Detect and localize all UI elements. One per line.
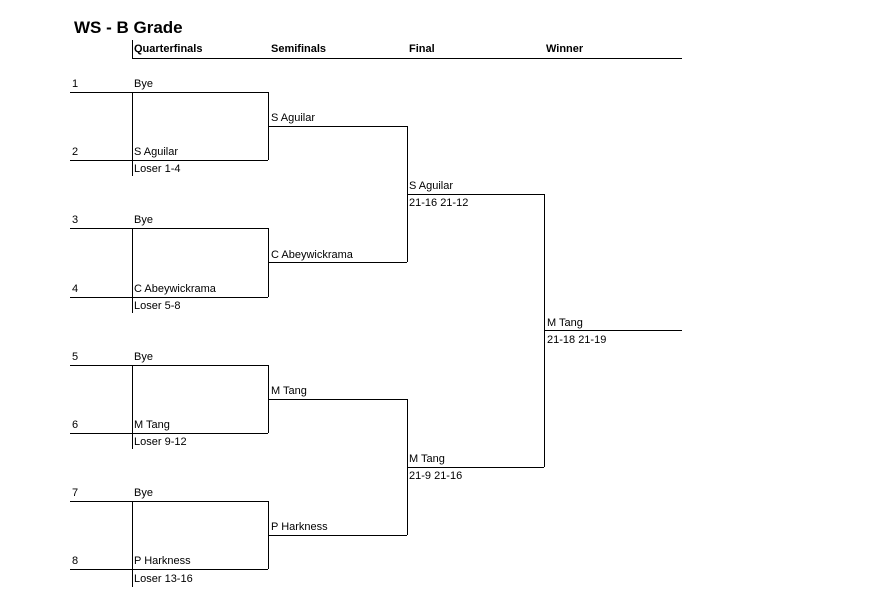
bracket-connector bbox=[132, 92, 133, 160]
header-rule bbox=[132, 58, 682, 59]
bracket-line bbox=[268, 399, 407, 400]
sf-entry: C Abeywickrama bbox=[271, 249, 353, 261]
seed-number: 5 bbox=[72, 351, 79, 363]
qf-entry: P Harkness bbox=[134, 555, 191, 567]
header-divider bbox=[132, 40, 133, 58]
bracket-line bbox=[268, 126, 407, 127]
seed-number: 4 bbox=[72, 283, 79, 295]
bracket-connector bbox=[132, 228, 133, 297]
loser-label: Loser 13-16 bbox=[134, 573, 193, 585]
sf-entry: P Harkness bbox=[271, 521, 328, 533]
qf-entry: C Abeywickrama bbox=[134, 283, 216, 295]
qf-entry: Bye bbox=[134, 214, 153, 226]
bracket-line bbox=[268, 262, 407, 263]
seed-number: 2 bbox=[72, 146, 79, 158]
winner-name: M Tang bbox=[547, 317, 583, 329]
qf-entry: S Aguilar bbox=[134, 146, 179, 158]
qf-entry: Bye bbox=[134, 487, 153, 499]
seed-number: 6 bbox=[72, 419, 79, 431]
header-final: Final bbox=[409, 43, 435, 55]
bracket-line bbox=[70, 297, 268, 298]
bracket-connector bbox=[132, 160, 133, 176]
bracket-line bbox=[70, 365, 268, 366]
seed-number: 8 bbox=[72, 555, 79, 567]
bracket-line bbox=[544, 330, 682, 331]
sf-entry: M Tang bbox=[271, 385, 307, 397]
final-entry-score: 21-9 21-16 bbox=[409, 470, 463, 482]
qf-entry: Bye bbox=[134, 78, 153, 90]
final-entry-score: 21-16 21-12 bbox=[409, 197, 469, 209]
bracket-connector bbox=[132, 433, 133, 449]
bracket-line bbox=[407, 467, 544, 468]
bracket-connector bbox=[132, 365, 133, 433]
header-winner: Winner bbox=[546, 43, 584, 55]
bracket-line bbox=[70, 92, 268, 93]
page-title: WS - B Grade bbox=[74, 18, 183, 37]
loser-label: Loser 1-4 bbox=[134, 163, 181, 175]
bracket-line bbox=[70, 228, 268, 229]
bracket-line bbox=[70, 569, 268, 570]
bracket-line bbox=[70, 501, 268, 502]
bracket-line bbox=[70, 160, 268, 161]
bracket-connector bbox=[132, 569, 133, 587]
bracket-line bbox=[268, 535, 407, 536]
sf-entry: S Aguilar bbox=[271, 112, 316, 124]
seed-number: 3 bbox=[72, 214, 79, 226]
seed-number: 7 bbox=[72, 487, 79, 499]
bracket-connector bbox=[132, 501, 133, 569]
loser-label: Loser 9-12 bbox=[134, 436, 187, 448]
header-quarterfinals: Quarterfinals bbox=[134, 43, 203, 55]
qf-entry: Bye bbox=[134, 351, 153, 363]
bracket-line bbox=[70, 433, 268, 434]
bracket-line bbox=[407, 194, 544, 195]
bracket-connector bbox=[132, 297, 133, 313]
winner-score: 21-18 21-19 bbox=[547, 334, 607, 346]
qf-entry: M Tang bbox=[134, 419, 170, 431]
loser-label: Loser 5-8 bbox=[134, 300, 181, 312]
final-entry-name: S Aguilar bbox=[409, 180, 454, 192]
final-entry-name: M Tang bbox=[409, 453, 445, 465]
header-semifinals: Semifinals bbox=[271, 43, 327, 55]
seed-number: 1 bbox=[72, 78, 79, 90]
